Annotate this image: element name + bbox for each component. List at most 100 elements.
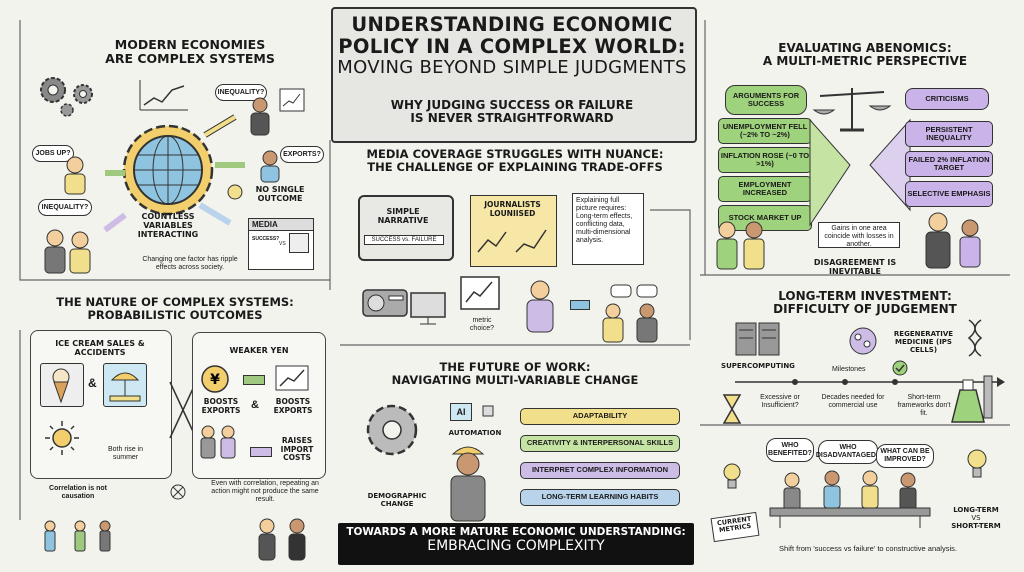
footer-line-2: EMBRACING COMPLEXITY [427,537,605,554]
radio-icon [362,289,408,317]
criticism-selective: SELECTIVE EMPHASIS [905,181,993,207]
demographic-label: DEMOGRAPHIC CHANGE [367,492,427,509]
ice-cream-panel [30,330,172,479]
boosts-exports-2: BOOSTS EXPORTS [273,397,313,415]
criticism-inequality: PERSISTENT INEQUALITY [905,121,993,147]
nature-title-line-1: THE NATURE OF COMPLEX SYSTEMS: [56,295,294,309]
umbrella-icon [109,372,141,402]
title-line-3: MOVING BEYOND SIMPLE JUDGMENTS [337,56,687,78]
media-title-line-2: THE CHALLENGE OF EXPLAINING TRADE-OFFS [367,159,663,174]
media-card: MEDIA SUCCESS? VS [248,218,314,270]
journalists-box [470,195,557,267]
nature-title: THE NATURE OF COMPLEX SYSTEMS: PROBABILI… [40,296,310,322]
newspaper-icon [460,276,500,310]
bubble-jobs: JOBS UP? [32,145,74,162]
skill-interpret: INTERPRET COMPLEX INFORMATION [520,462,680,479]
no-link-icon [170,484,186,500]
title-line-1: UNDERSTANDING ECONOMIC [351,13,673,36]
cross-arrows-icon [169,381,197,439]
people-modern-icon [44,97,280,274]
media-success: SUCCESS? [252,236,280,242]
skill-creativity: CREATIVITY & INTERPERSONAL SKILLS [520,435,680,452]
future-gear-icon [366,404,418,456]
import-arrow [250,447,272,457]
journalists-chart-icon [477,229,547,253]
scale-icon [812,88,892,132]
longterm-title-line-2: DIFFICULTY OF JUDGEMENT [773,302,957,317]
abenomics-title-line-1: EVALUATING ABENOMICS: [778,41,952,55]
bar-chart-icon [279,88,305,112]
media-arrow [570,300,590,310]
bubble-inequality-top: INEQUALITY? [215,84,267,101]
explain-title: Explaining full picture requires: [576,197,627,213]
decades-label: Decades needed for commercial use [821,394,885,410]
ripple-note: Changing one factor has ripple effects a… [142,256,238,272]
ice-cream-title: ICE CREAM SALES & ACCIDENTS [55,339,145,358]
explain-item-2: conflicting data, [576,221,625,229]
shift-note: Shift from 'success vs failure' to const… [779,544,957,553]
yen-coin-icon: ¥ [201,365,229,393]
abenomics-title: EVALUATING ABENOMICS: A MULTI-METRIC PER… [720,41,1010,69]
lab-icon [951,375,993,423]
globe-gear-icon [122,124,214,216]
bubble-who-disadvantaged: WHO DISADVANTAGED? [816,440,880,464]
correlation-note: Correlation is not causation [49,485,107,501]
footer-banner: TOWARDS A MORE MATURE ECONOMIC UNDERSTAN… [338,523,694,565]
bulb-left-icon [723,463,741,489]
ai-chip: AI [450,403,472,421]
success-vs-failure: SUCCESS vs. FAILURE [364,235,444,245]
svg-text:¥: ¥ [210,372,220,388]
bulb-right-icon [967,449,987,478]
success-inflation: INFLATION ROSE (~0 to >1%) [718,147,812,173]
criticisms-label: CRITICISMS [905,88,989,110]
tv-screen [358,195,454,261]
amp-2: & [251,399,259,411]
debate-people-icon [602,284,658,343]
media-title-line-1: MEDIA COVERAGE STRUGGLES WITH NUANCE: [366,147,664,161]
no-single-outcome: NO SINGLE OUTCOME [255,185,305,204]
success-unemployment: UNEMPLOYMENT FELL (~2% to ~2%) [718,118,812,144]
timeline-icon [735,377,1005,387]
abenomics-people-right-icon [925,212,981,269]
longterm-title: LONG-TERM INVESTMENT: DIFFICULTY OF JUDG… [720,289,1010,317]
shoppers-icon [200,425,236,459]
subtitle-line-1: WHY JUDGING SUCCESS OR FAILURE [390,98,634,112]
funnel-icon [809,118,911,227]
footer-line-1: TOWARDS A MORE MATURE ECONOMIC UNDERSTAN… [346,526,686,538]
milestones-label: Milestones [832,366,866,373]
meeting-table-icon [769,470,931,528]
journalist-person-icon [526,280,554,333]
gears-icon [40,77,93,117]
both-rise-note: Both rise in summer [107,446,144,462]
repeat-note: Even with correlation, repeating an acti… [211,480,319,504]
ice-cream-icon [52,368,70,404]
chip-icon [482,405,494,417]
worker-icon [450,446,486,522]
check-icon [892,360,908,376]
long-term-label: LONG-TERM [953,506,999,514]
abenomics-title-line-2: A MULTI-METRIC PERSPECTIVE [762,54,968,69]
line-chart-icon [139,80,188,111]
page-title: UNDERSTANDING ECONOMIC POLICY IN A COMPL… [333,14,691,78]
excessive-label: Excessive or Insufficient? [760,394,800,410]
bubble-exports: EXPORTS? [280,146,324,163]
bubble-who-benefited: WHO BENEFITED? [766,438,814,462]
media-failure-box [289,233,309,253]
dna-icon [967,319,983,357]
media-label: MEDIA [249,219,313,231]
boosts-exports-1: BOOSTS EXPORTS [201,397,241,415]
short-term-label-2: SHORT-TERM [951,522,1001,531]
media-title: MEDIA COVERAGE STRUGGLES WITH NUANCE: TH… [345,148,685,174]
hourglass-icon [722,394,742,424]
modern-title-line-1: MODERN ECONOMIES [114,37,266,52]
header-box [331,7,697,143]
abenomics-people-left-icon [716,221,765,270]
automation-label: AUTOMATION [448,429,502,437]
people-bottom-left-icon [44,520,111,552]
weaker-yen: WEAKER YEN [229,346,289,355]
ripple-arrows-icon [103,114,245,233]
monitor-icon [410,292,446,325]
arguments-label: ARGUMENTS FOR SUCCESS [725,85,807,115]
criticism-inflation: FAILED 2% INFLATION TARGET [905,151,993,177]
